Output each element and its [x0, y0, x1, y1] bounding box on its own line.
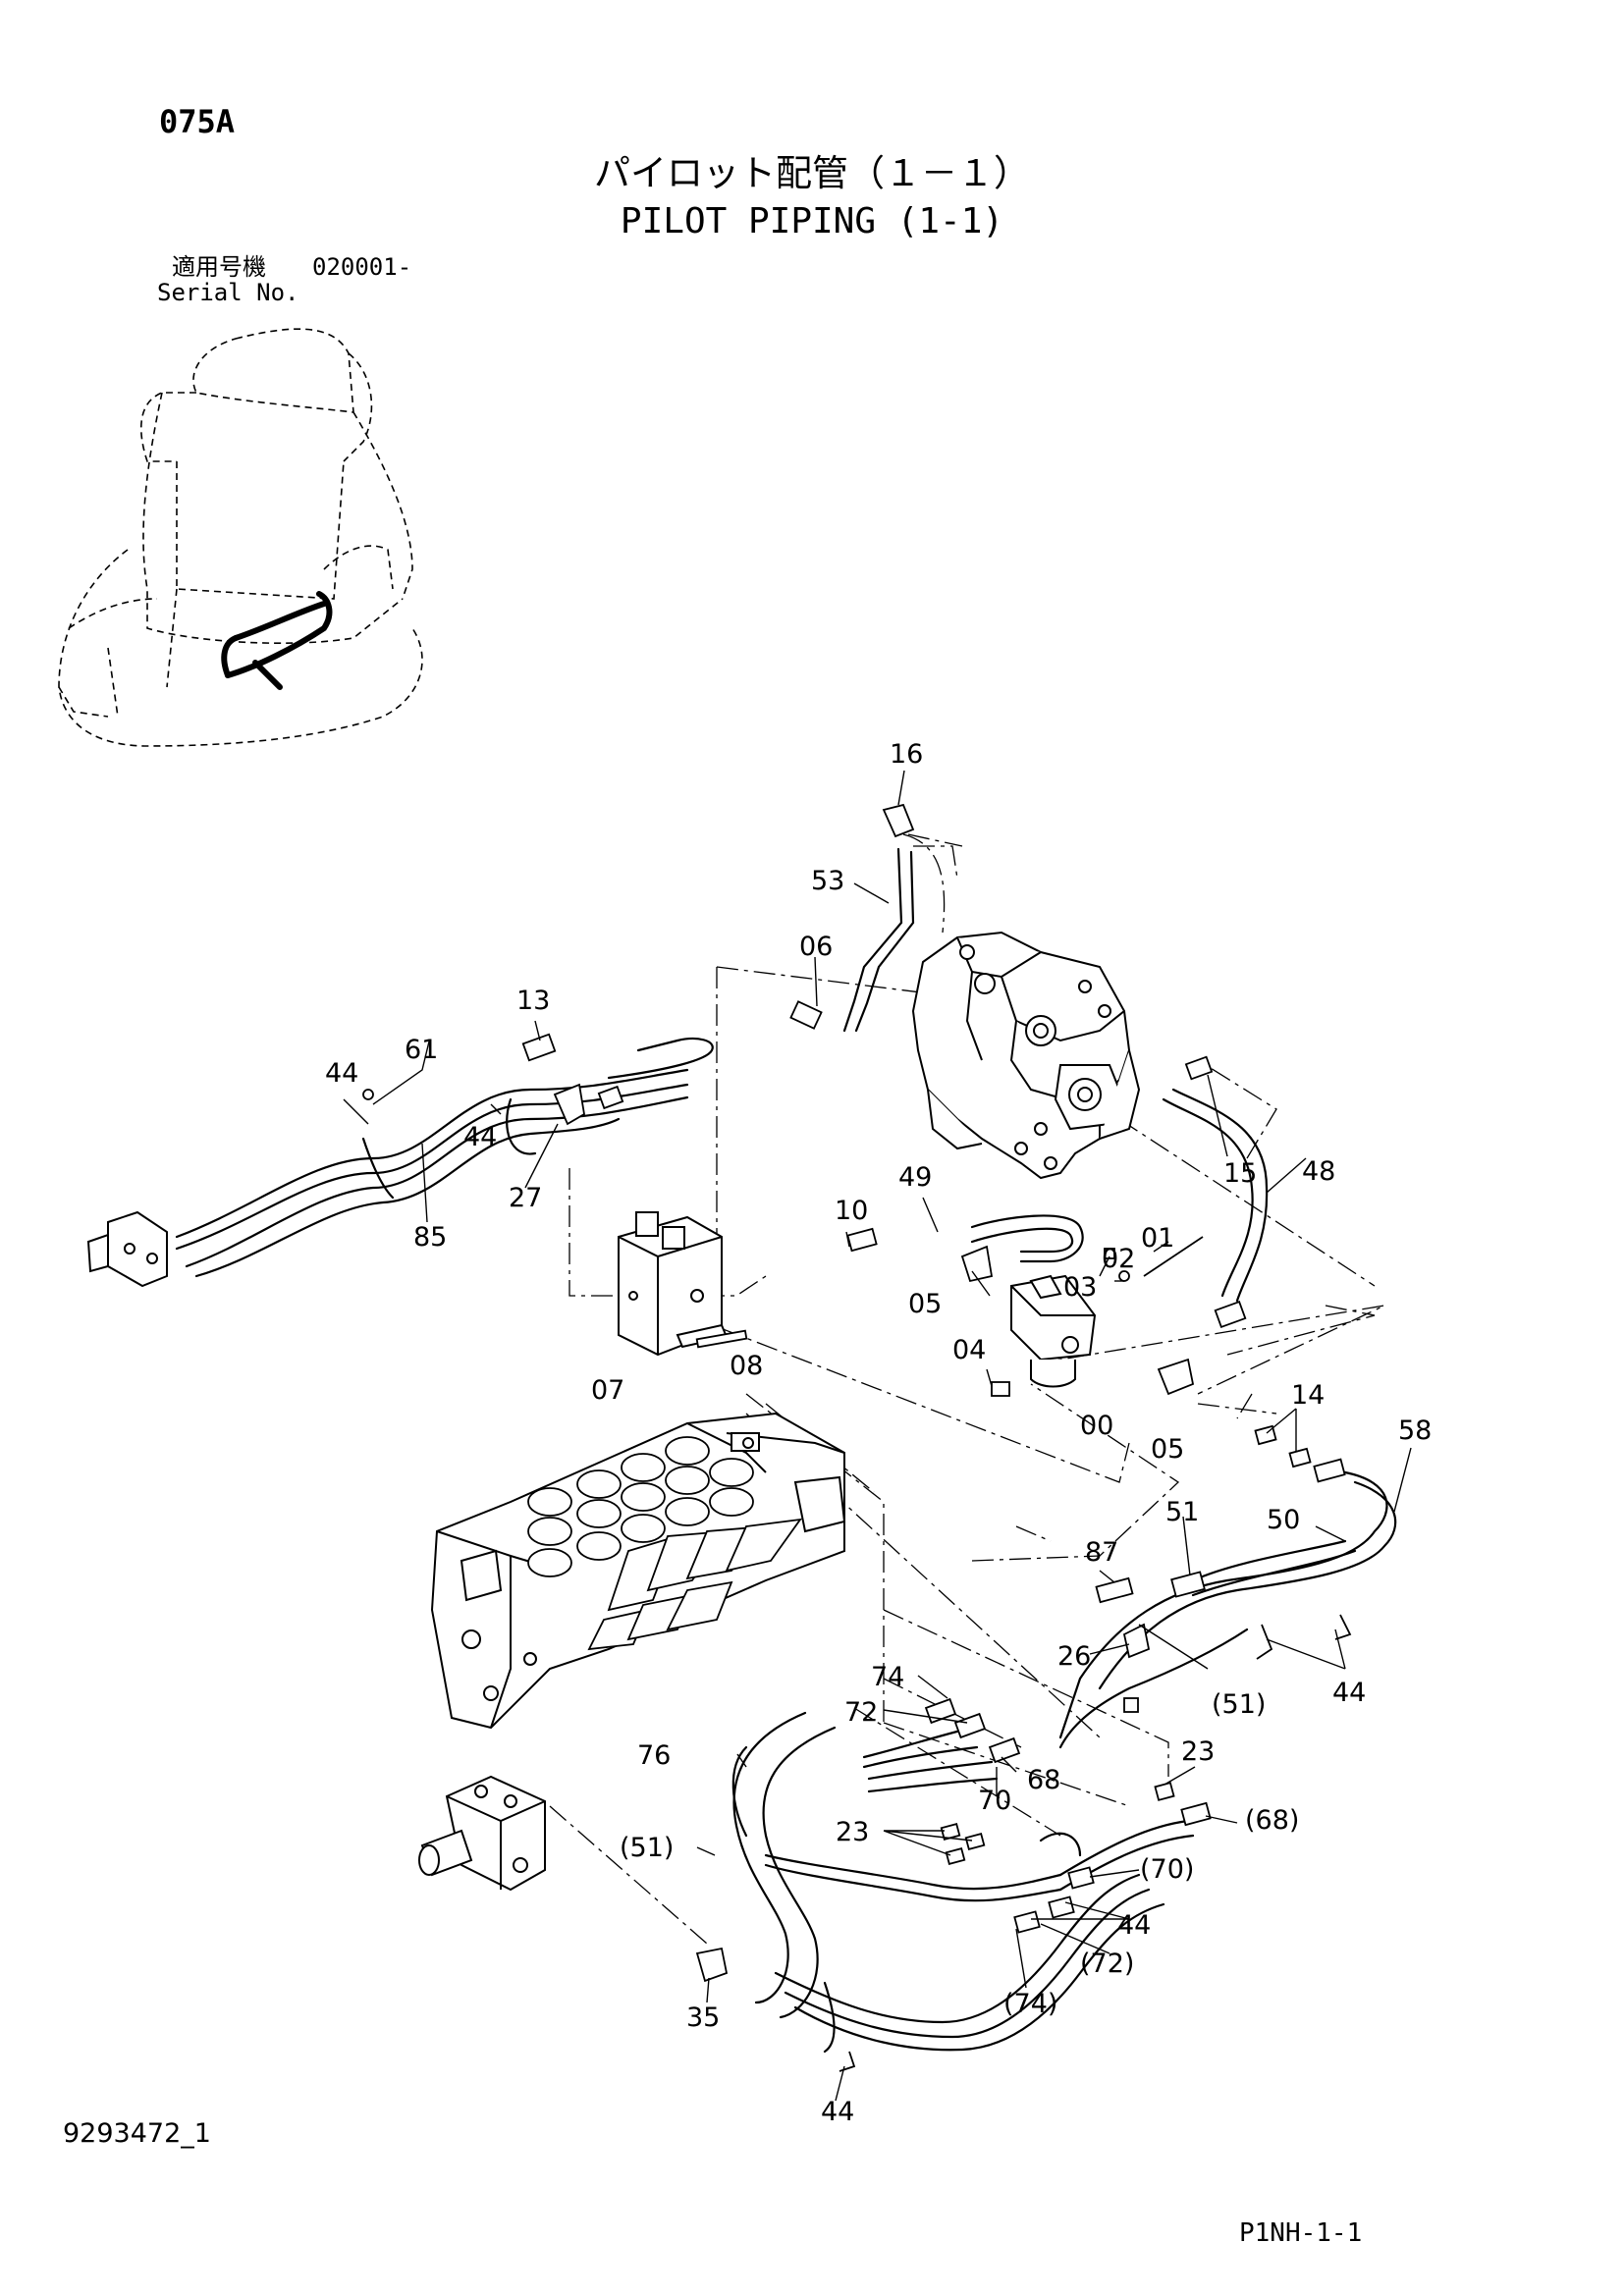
callout-label: 44 [463, 1122, 497, 1152]
control-valve-spools [527, 1436, 802, 1651]
hose-lines [175, 847, 1397, 2054]
callout-label: 58 [1398, 1415, 1432, 1446]
callout-label: (70) [1140, 1854, 1194, 1885]
leader-lines [343, 770, 1412, 2102]
callout-label: 02 [1102, 1244, 1135, 1274]
callout-label: 44 [1117, 1910, 1151, 1941]
callout-label: 61 [405, 1035, 438, 1065]
callout-label: 14 [1291, 1380, 1325, 1411]
callout-label: 72 [844, 1697, 878, 1728]
location-thumbnail [58, 328, 423, 747]
callout-label: (51) [1212, 1689, 1266, 1720]
page-title-english: PILOT PIPING (1-1) [620, 201, 1004, 241]
callout-label: 50 [1267, 1505, 1300, 1535]
page-title-japanese: パイロット配管（１－１） [594, 152, 1030, 194]
callout-label: 05 [908, 1289, 942, 1319]
fittings [362, 803, 1352, 2072]
serial-label-japanese: 適用号機 [172, 253, 266, 281]
callout-label: 15 [1223, 1158, 1257, 1189]
solenoid-valve [1010, 1274, 1097, 1388]
serial-number-value: 020001- [312, 253, 412, 281]
callout-label: 68 [1027, 1765, 1060, 1795]
thumbnail-harness-highlight [221, 591, 333, 690]
callout-label: 23 [1181, 1736, 1215, 1767]
callout-label: 23 [836, 1817, 869, 1847]
callout-label: 44 [1332, 1678, 1366, 1708]
pilot-pump-unit [911, 931, 1141, 1180]
callout-label: 74 [871, 1662, 904, 1692]
callout-label: (51) [620, 1833, 674, 1863]
callout-label: 48 [1302, 1156, 1335, 1187]
callout-label: 44 [821, 2097, 854, 2127]
callout-label: 04 [952, 1335, 986, 1365]
callout-label: 05 [1151, 1434, 1184, 1465]
callout-label: 01 [1141, 1223, 1174, 1254]
callout-labels: 16 53 06 13 61 44 44 27 85 15 48 49 10 0… [325, 739, 1432, 2127]
callout-label: 07 [591, 1375, 624, 1406]
callout-label: (68) [1245, 1805, 1299, 1836]
serial-label-english: Serial No. [157, 279, 299, 306]
callout-label: 51 [1165, 1497, 1199, 1527]
callout-label: 08 [730, 1351, 763, 1381]
page-code: 075A [159, 103, 236, 140]
callout-label: 27 [509, 1183, 542, 1213]
pilot-valve-block [618, 1211, 729, 1357]
document-number: 9293472_1 [63, 2118, 211, 2149]
callout-label: (74) [1003, 1989, 1057, 2019]
callout-label: (72) [1080, 1949, 1134, 1979]
callout-label: 85 [413, 1222, 447, 1253]
page-reference: P1NH-1-1 [1239, 2218, 1363, 2248]
callout-label: 76 [637, 1740, 671, 1771]
callout-label: 06 [799, 932, 833, 962]
callout-label: 87 [1085, 1537, 1118, 1568]
harness-end-connector [86, 1210, 168, 1288]
callout-label: 49 [898, 1162, 932, 1193]
callout-label: 10 [835, 1196, 868, 1226]
callout-label: 13 [516, 986, 550, 1016]
callout-label: 70 [978, 1786, 1011, 1816]
callout-label: 44 [325, 1058, 358, 1089]
callout-label: 26 [1057, 1641, 1091, 1672]
shuttle-valve-block [418, 1775, 546, 1892]
callout-label: 00 [1080, 1411, 1113, 1441]
callout-label: 35 [686, 2002, 720, 2033]
callout-label: 03 [1063, 1272, 1097, 1303]
callout-label: 16 [890, 739, 923, 770]
callout-label: 53 [811, 866, 844, 896]
